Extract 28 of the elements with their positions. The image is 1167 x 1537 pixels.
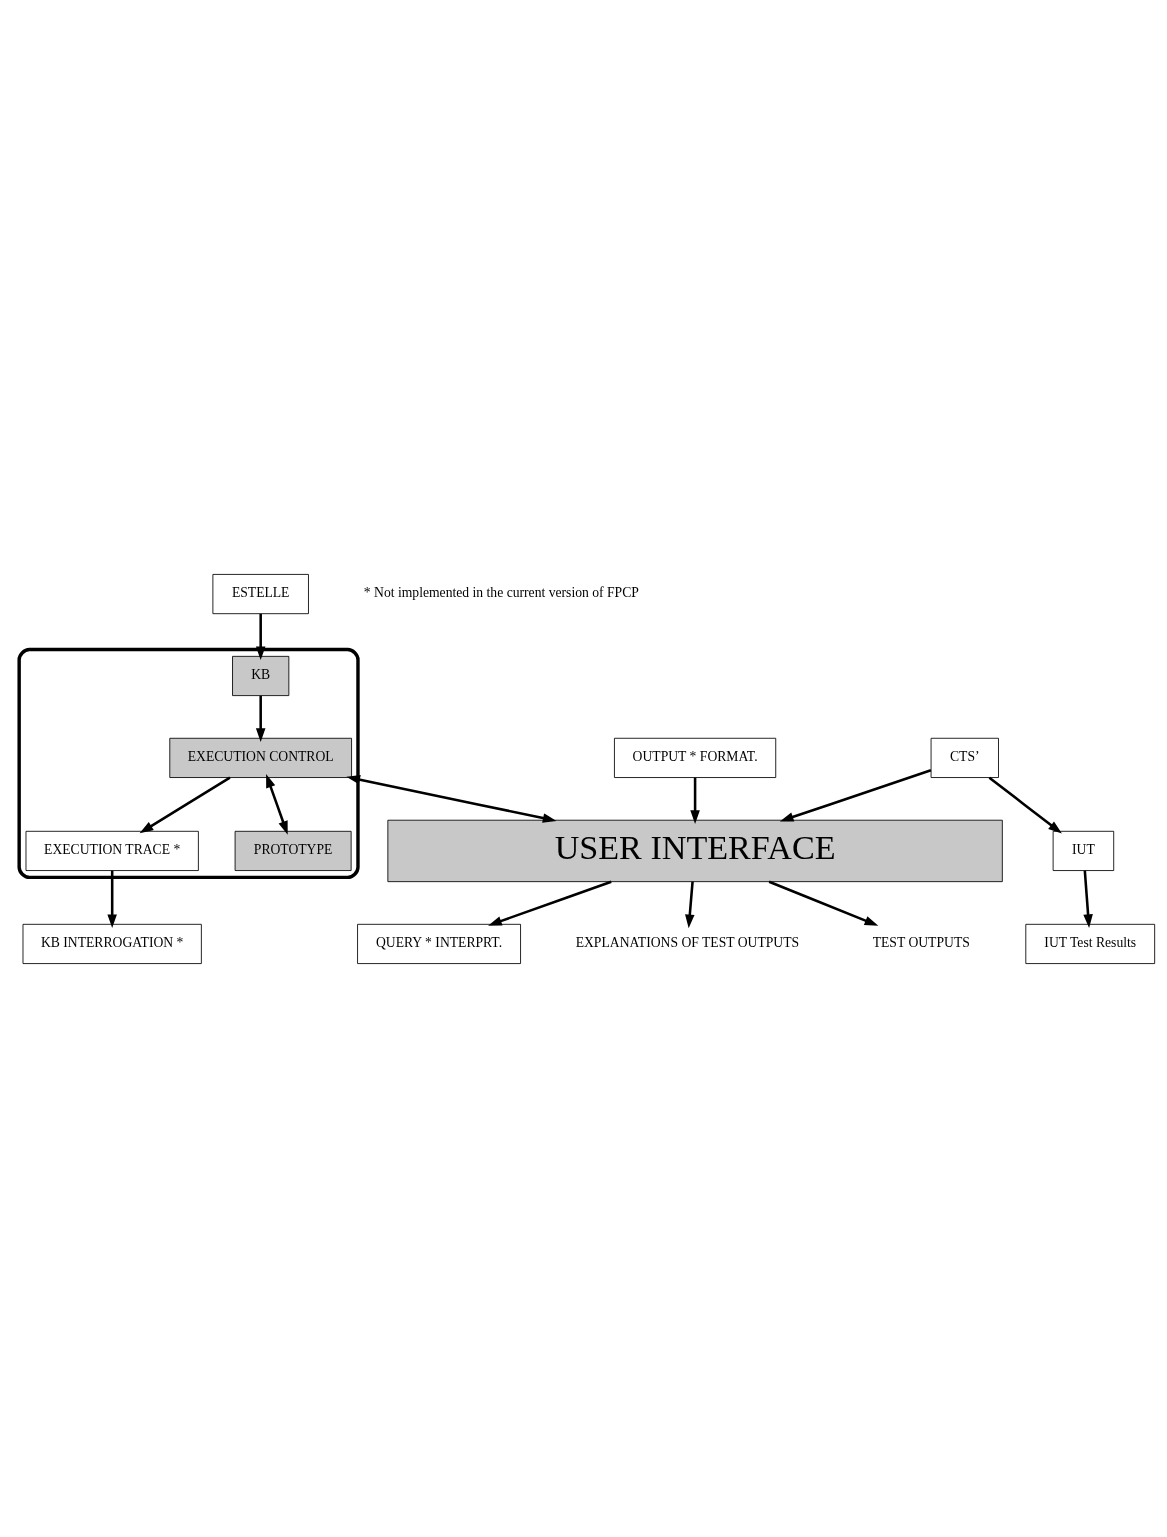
node-box: KB <box>232 655 290 696</box>
arrow <box>107 870 117 928</box>
node-box: OUTPUT * FORMAT. <box>614 737 777 778</box>
node-box: ESTELLE <box>212 573 309 614</box>
node-box: PROTOTYPE <box>234 830 352 871</box>
arrow <box>685 881 695 928</box>
node-box: USER INTERFACE <box>387 819 1003 882</box>
node-box: KB INTERROGATION * <box>22 923 202 964</box>
arrow <box>255 695 266 742</box>
label: * Not implemented in the current version of FPCP <box>363 584 639 600</box>
node-box: EXECUTION TRACE * <box>25 830 199 871</box>
node-box: CTS’ <box>930 737 999 778</box>
node-text: EXPLANATIONS OF TEST OUTPUTS <box>575 934 800 950</box>
arrow <box>779 768 932 822</box>
node-text: TEST OUTPUTS <box>872 934 970 950</box>
arrow <box>266 773 288 835</box>
node-box: EXECUTION CONTROL <box>169 737 352 778</box>
node-box: IUT <box>1052 830 1115 871</box>
node-box: IUT Test Results <box>1025 923 1156 964</box>
arrow <box>768 880 879 926</box>
arrow <box>1083 870 1093 928</box>
arrow <box>690 777 700 824</box>
arrow <box>988 776 1062 834</box>
arrow <box>346 774 557 823</box>
arrow <box>488 880 612 926</box>
arrow <box>139 776 231 833</box>
node-box: QUERY * INTERPRT. <box>357 923 521 964</box>
arrow <box>255 613 266 660</box>
